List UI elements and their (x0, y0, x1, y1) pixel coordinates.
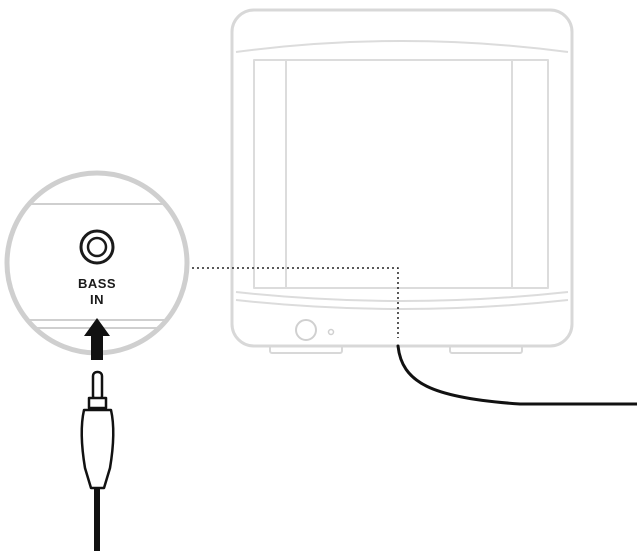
bass-module-grille (253, 59, 549, 289)
bass-in-label-line1: BASS (78, 276, 116, 291)
bass-module-cable (396, 344, 637, 406)
bass-module-bottom-band (235, 299, 569, 310)
audio-plug-icon (80, 370, 115, 490)
bass-module-body (230, 8, 574, 348)
bass-module-led (327, 328, 335, 336)
bass-in-label-line2: IN (90, 292, 104, 307)
bass-module-jack (295, 319, 317, 341)
bass-module-top-cap (235, 40, 569, 53)
insert-arrow-icon (84, 318, 110, 360)
bass-in-jack-icon (79, 229, 115, 265)
callout-magnifier: BASS IN (4, 170, 190, 360)
bass-module (230, 8, 574, 354)
callout-leader-line (192, 267, 399, 338)
